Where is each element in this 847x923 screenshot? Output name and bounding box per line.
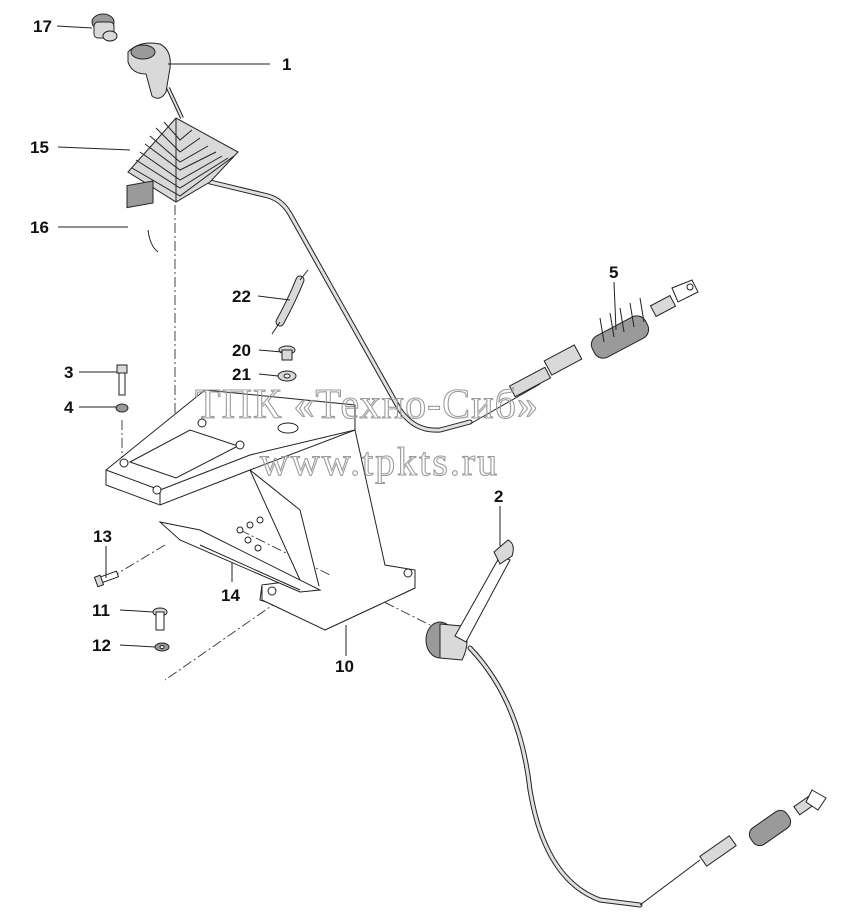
grommet-20 — [278, 345, 296, 361]
watermark-company: ТПК «Техно-Сиб» — [195, 382, 539, 428]
callout-13: 13 — [93, 527, 112, 546]
nut-12 — [154, 642, 170, 652]
throttle-lever-2 — [425, 539, 827, 908]
cable-end-fitting-5 — [508, 279, 699, 398]
callout-1: 1 — [282, 55, 291, 74]
washer-21 — [277, 370, 297, 382]
cable-upper — [207, 179, 541, 433]
callout-20: 20 — [232, 341, 251, 360]
callout-leaders — [56, 25, 617, 656]
bracket-10 — [105, 389, 416, 631]
callout-16: 16 — [30, 218, 49, 237]
callout-15: 15 — [30, 138, 49, 157]
callout-5: 5 — [609, 263, 618, 282]
callout-11: 11 — [92, 601, 110, 620]
nut-4 — [115, 403, 129, 413]
hose-22 — [271, 269, 309, 335]
callout-3: 3 — [64, 363, 73, 382]
plate-14 — [158, 521, 322, 593]
watermark-url: www.tpkts.ru — [260, 439, 499, 484]
bolt-11 — [152, 607, 168, 631]
callout-21: 21 — [232, 365, 251, 384]
callout-14: 14 — [221, 586, 240, 605]
callout-10: 10 — [335, 657, 354, 676]
bolt-3 — [116, 364, 128, 396]
knob-cap-17 — [91, 13, 118, 42]
callout-12: 12 — [92, 636, 111, 655]
callout-22: 22 — [232, 287, 251, 306]
lever-knob-1 — [127, 42, 184, 119]
switch-16 — [126, 180, 159, 253]
watermark: ТПК «Техно-Сиб» www.tpkts.ru — [194, 381, 539, 484]
rubber-boot-15 — [127, 117, 239, 203]
callout-17: 17 — [33, 17, 52, 36]
callout-4: 4 — [64, 398, 74, 417]
screw-13 — [93, 570, 120, 588]
callout-labels: 17 1 15 16 22 5 20 21 3 4 13 14 11 12 10… — [30, 17, 618, 676]
callout-2: 2 — [494, 487, 503, 506]
